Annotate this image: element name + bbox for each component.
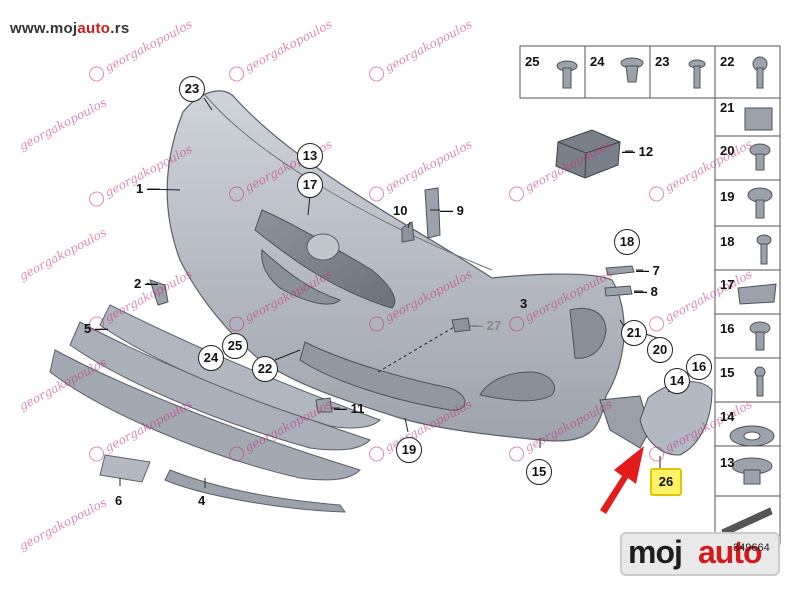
part-number-14: 14 [720,409,735,424]
clip-8 [604,285,633,297]
lower-intake-center [299,341,466,411]
badge-text-red: auto [698,534,763,570]
lower-bracket [164,469,346,513]
fog-light-opening [479,371,555,402]
callout-23: 23 [179,76,205,102]
label-27: — 27 [470,318,502,333]
callout-18: 18 [614,229,640,255]
callout-17: 17 [297,172,323,198]
label-4: 4 [198,493,206,508]
part-number-13: 13 [720,455,735,470]
part-number-20: 20 [720,143,735,158]
callout-21: 21 [621,320,647,346]
side-intake [569,307,607,359]
clip-7 [605,265,635,276]
callout-22: 22 [252,356,278,382]
label-7: — 7 [636,263,660,278]
label-2: 2 — [134,276,158,291]
badge-text-dark: moj [628,534,683,570]
callout-24: 24 [198,345,224,371]
part-number-15: 15 [720,365,735,380]
part-12-block [555,129,621,179]
tow-hook-cover [99,454,151,483]
part-number-21: 21 [720,100,735,115]
part-number-19: 19 [720,189,735,204]
label-11: — 11 [334,401,365,416]
bumper-cover [166,90,625,442]
part-number-23: 23 [655,54,670,69]
label-1: 1 — [136,181,160,196]
highlight-label-26: 26 [650,468,682,496]
part-number-17: 17 [720,277,735,292]
callout-25: 25 [222,333,248,359]
fastener-icons [556,56,777,537]
label-8: — 8 [634,284,658,299]
clip-27 [451,317,471,333]
label-6: 6 [115,493,123,508]
bracket-10 [401,221,415,243]
emblem [306,233,340,261]
label-12: — 12 [622,144,654,159]
red-arrow [600,446,644,514]
clip-11 [315,397,333,413]
part-number-24: 24 [590,54,605,69]
callout-14: 14 [664,368,690,394]
grille-strip-3 [49,349,361,481]
callout-15: 15 [526,459,552,485]
bracket-9 [424,187,441,239]
callout-16: 16 [686,354,712,380]
part-number-25: 25 [525,54,540,69]
callout-20: 20 [647,337,673,363]
part-number-16: 16 [720,321,735,336]
part-number-22: 22 [720,54,735,69]
leader-lines [119,97,701,488]
brand-badge[interactable]: moj auto [620,532,780,576]
label-9: — 9 [440,203,464,218]
bumper-top-lip [204,94,493,271]
bracket-14 [599,395,651,449]
callout-13: 13 [297,143,323,169]
kidney-left [261,248,341,305]
clip-2 [149,279,169,306]
diagram-id: 349664 [733,542,770,554]
site-url[interactable]: www.mojauto.rs [10,20,130,37]
label-3: 3 [520,296,528,311]
callout-19: 19 [396,437,422,463]
label-5: 5 — [84,321,108,336]
part-number-18: 18 [720,234,735,249]
label-10: 10 [393,203,408,218]
